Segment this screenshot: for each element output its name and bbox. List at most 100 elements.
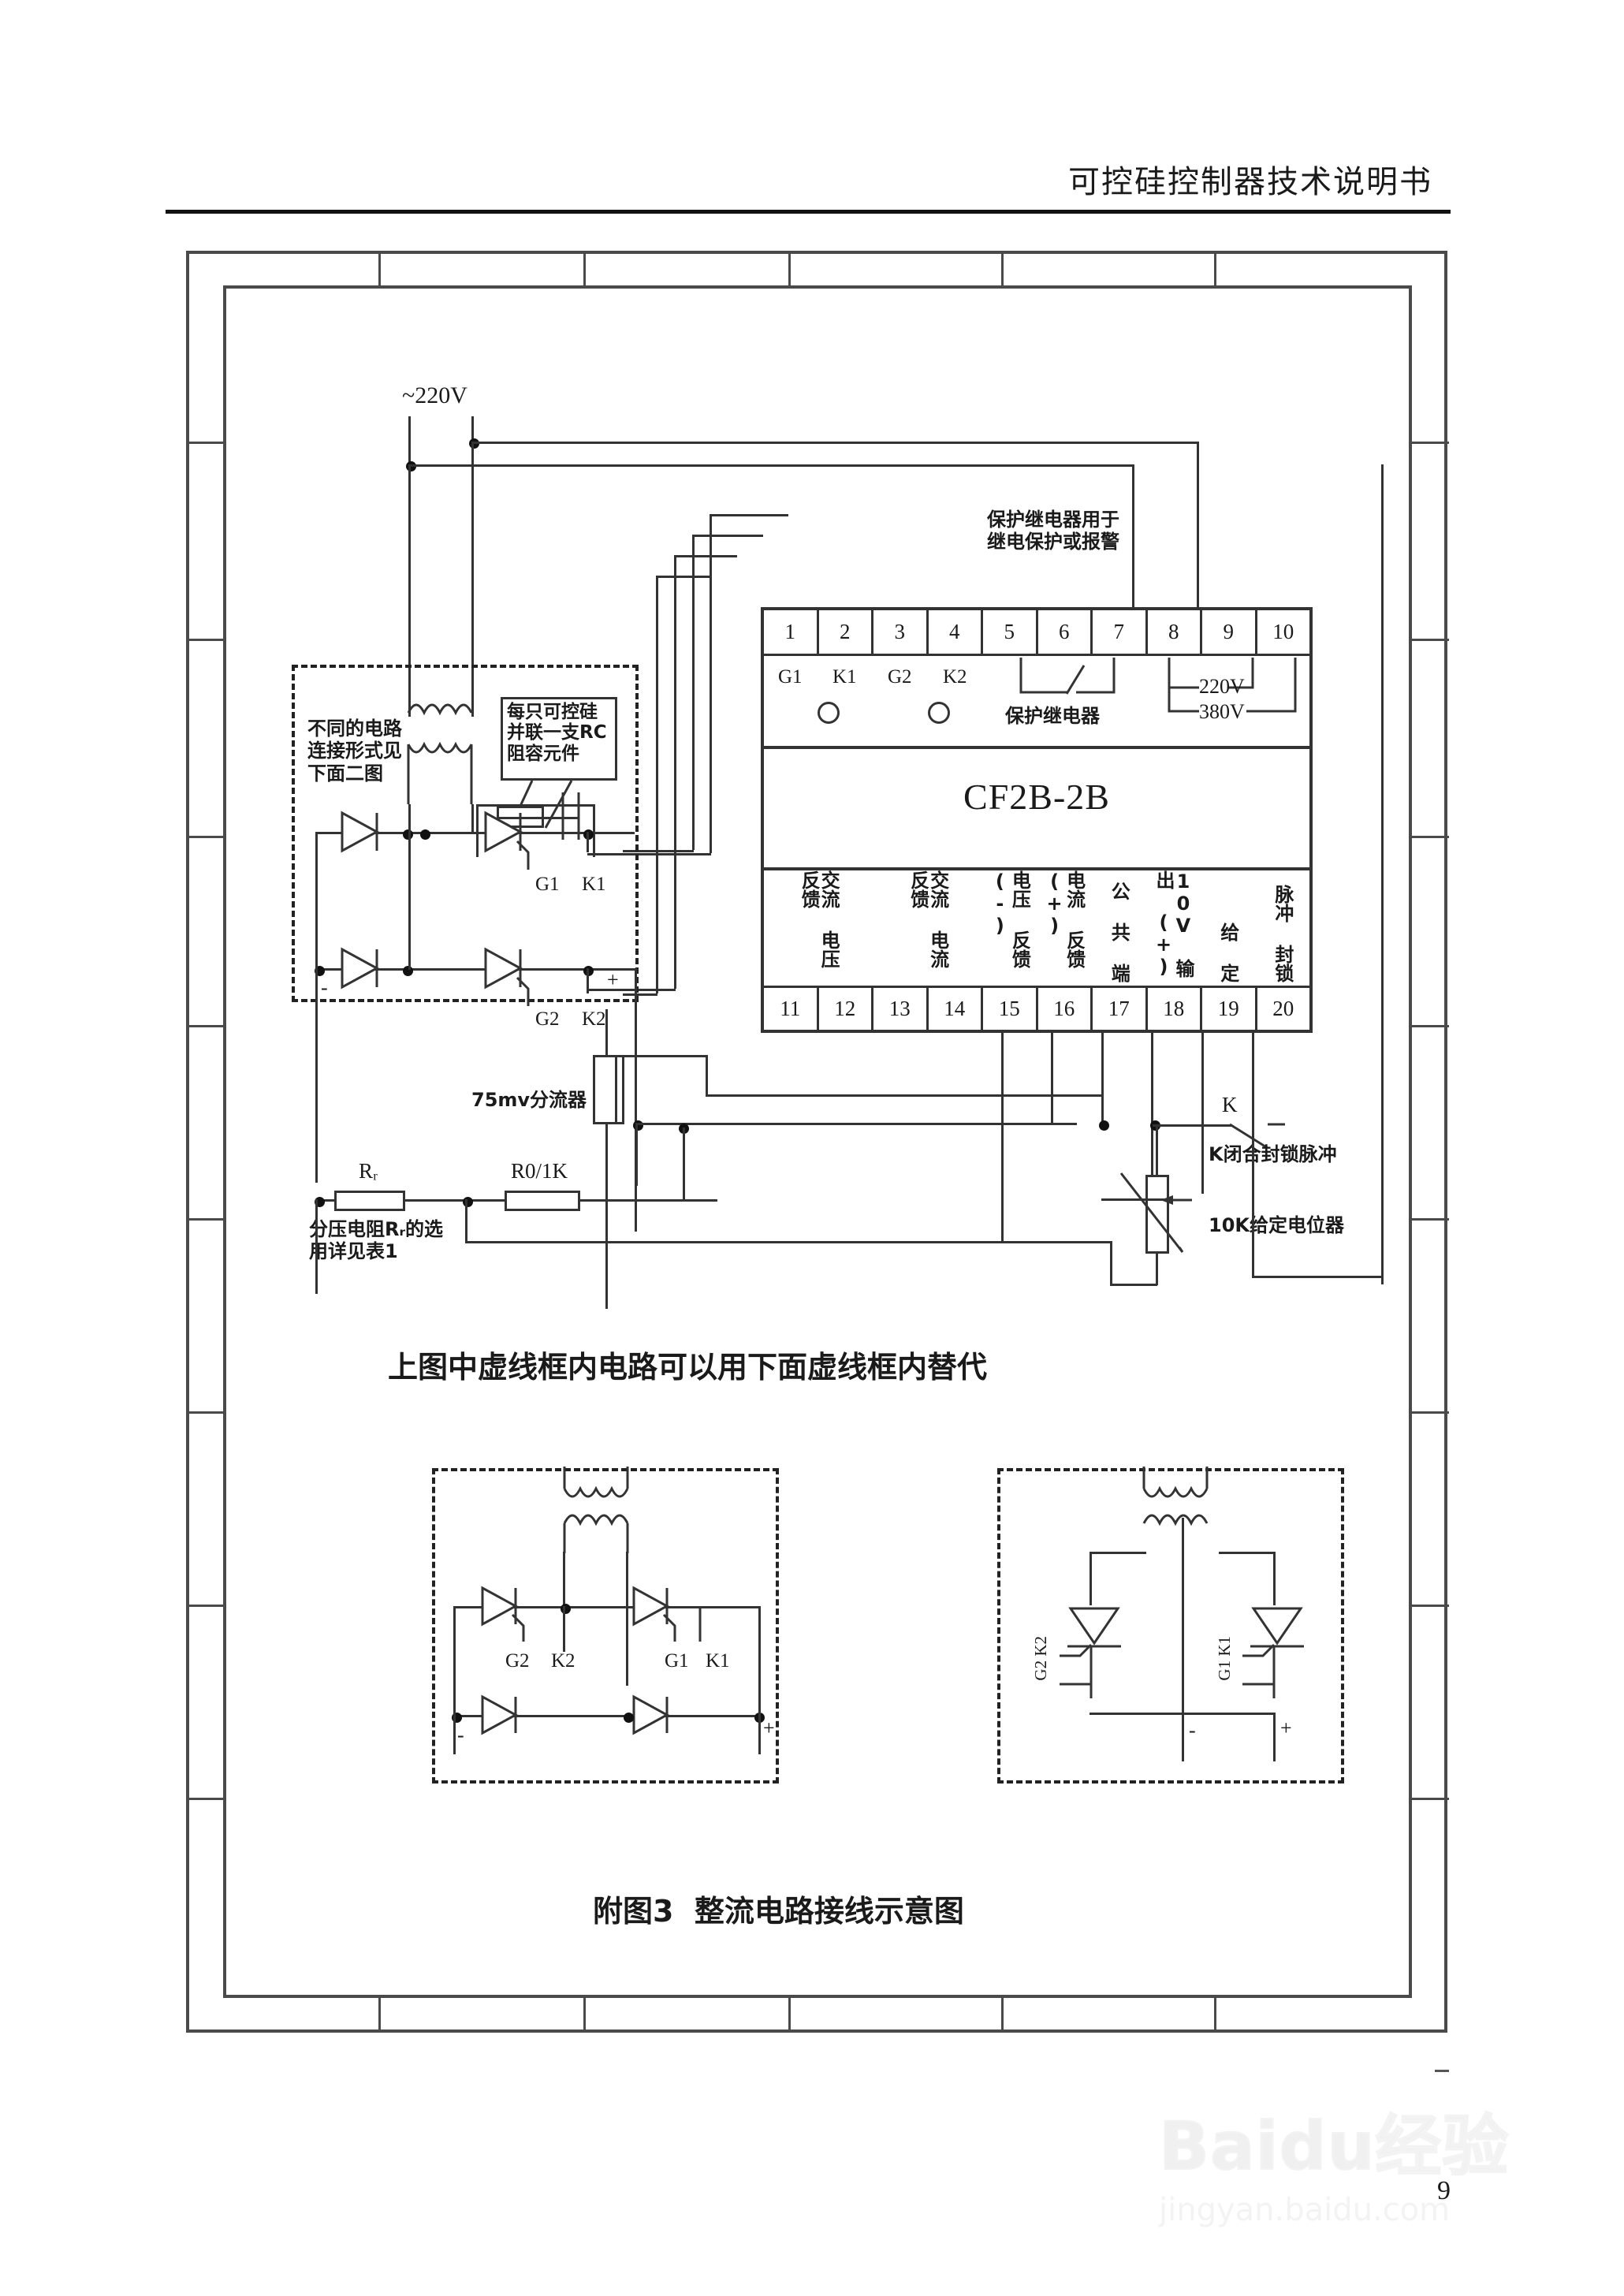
terminal-7[interactable]: 7	[1093, 610, 1148, 654]
alt-right-right-down	[1273, 1552, 1276, 1605]
function-pulse-block: 脉冲 封锁	[1255, 870, 1309, 986]
terminal-20[interactable]: 20	[1272, 997, 1294, 1020]
supply-wire-left	[408, 416, 411, 465]
lower-rail	[315, 968, 635, 971]
terminal-19[interactable]: 19	[1202, 988, 1257, 1030]
frame-tick	[1410, 639, 1449, 641]
shunt-down	[605, 1124, 608, 1241]
function-current-feedback-pos: 电流 反馈 (+)	[1037, 870, 1091, 986]
resistor-rail-mid	[405, 1199, 505, 1202]
thyristor-upper	[484, 811, 530, 870]
alt-left-k2-lead	[563, 1606, 565, 1652]
fb-wire-16	[1051, 1033, 1053, 1123]
terminal-16[interactable]: 16	[1038, 988, 1093, 1030]
trunk-center	[605, 1241, 608, 1309]
terminal-5[interactable]: 5	[983, 610, 1038, 654]
supply-bus-lower	[408, 464, 1134, 467]
terminal-4[interactable]: 4	[929, 610, 983, 654]
alt-left-pos-rail	[758, 1606, 761, 1754]
terminal-15[interactable]: 15	[983, 988, 1038, 1030]
watermark: Baidu经验 jingyan.baidu.com	[1158, 2093, 1577, 2251]
fb-wire-15	[1001, 1033, 1004, 1241]
frame-tick	[186, 1798, 225, 1800]
fb-wire-17	[1101, 1033, 1104, 1126]
function-label: 电压 反馈 (-)	[989, 870, 1031, 968]
shunt-body	[593, 1055, 624, 1124]
r0-right-up	[683, 1128, 685, 1199]
module-model-name: CF2B-2B	[963, 777, 1110, 817]
legend-k2: K2	[943, 666, 967, 688]
alt-right-center-tap	[1182, 1518, 1184, 1758]
gate-run-k1	[692, 535, 695, 850]
trunk-right-tie	[1252, 1276, 1383, 1278]
label-rf: Rᵣ	[359, 1159, 378, 1183]
footer-mark	[1435, 2070, 1449, 2072]
terminal-17[interactable]: 17	[1093, 988, 1148, 1030]
figure-caption: 附图3 整流电路接线示意图	[593, 1894, 964, 1929]
xfmr-sec-lead-left	[408, 804, 411, 970]
alt-left-neg-rail	[453, 1606, 456, 1754]
frame-inner	[223, 285, 1412, 1998]
terminal-14[interactable]: 14	[929, 988, 983, 1030]
frame-tick	[1410, 1025, 1449, 1027]
shunt-feedback-wire-a	[706, 1094, 1101, 1097]
controller-module: 1 2 3 4 5 6 7 8 9 10 G1 K1 G2 K2 保护继电器	[761, 607, 1313, 1033]
function-10v-output: 10V 输出 (+)	[1145, 870, 1200, 986]
terminal-1[interactable]: 1	[764, 610, 819, 654]
snubber-right-wire	[593, 804, 595, 857]
terminal-10[interactable]: 10	[1272, 620, 1294, 643]
thyristor-lower	[484, 947, 530, 1006]
voltage-brackets	[1168, 658, 1297, 713]
function-setpoint: 给 定	[1201, 870, 1255, 986]
terminal-2[interactable]: 2	[819, 610, 873, 654]
junction-dot	[561, 1604, 571, 1614]
terminal-13[interactable]: 13	[873, 988, 929, 1030]
terminal-6[interactable]: 6	[1038, 610, 1093, 654]
alt-left-plus: +	[763, 1716, 775, 1739]
gate-run-g2	[674, 555, 676, 989]
terminal-9[interactable]: 9	[1202, 610, 1257, 654]
label-r0: R0/1K	[511, 1159, 568, 1183]
terminal-12[interactable]: 12	[819, 988, 873, 1030]
terminal-11[interactable]: 11	[764, 988, 819, 1030]
replacement-note: 上图中虚线框内电路可以用下面虚线框内替代	[388, 1350, 988, 1385]
frame-tick	[186, 1605, 225, 1607]
gate-tie-k1	[623, 850, 694, 852]
function-label: 交流 电流 反馈	[907, 870, 949, 968]
frame-tick	[1410, 442, 1449, 444]
frame-tick	[186, 836, 225, 838]
switch-right-drop	[1252, 1104, 1254, 1126]
snubber-mid-wire	[497, 817, 579, 819]
alt-left-sec-left	[563, 1552, 565, 1607]
function-label: 10V 输出 (+)	[1153, 870, 1194, 978]
alt-right-plus-lead	[1273, 1713, 1276, 1761]
snubber-top-wire	[476, 804, 594, 807]
frame-tick	[1214, 251, 1216, 287]
terminal-row-top: 1 2 3 4 5 6 7 8 9 10	[764, 610, 1309, 656]
gate-run-g1	[710, 514, 712, 853]
frame-tick	[583, 251, 586, 287]
watermark-brand: Baidu经验	[1158, 2107, 1510, 2186]
alt-right-plus: +	[1280, 1716, 1292, 1739]
switch-lead-left	[1153, 1124, 1231, 1127]
resistor-rf	[334, 1191, 405, 1211]
alt-left-diode-a	[481, 1694, 519, 1735]
frame-tick	[1410, 1605, 1449, 1607]
frame-tick	[186, 1025, 225, 1027]
shunt-tap-down	[635, 1123, 638, 1186]
alt-left-label-k1: K1	[706, 1650, 730, 1672]
terminal-8[interactable]: 8	[1148, 610, 1202, 654]
frame-tick	[378, 1996, 381, 2033]
k2-lead	[587, 968, 589, 993]
supply-drop-lower	[1132, 464, 1134, 609]
voltage-220-label: 220V	[1199, 675, 1245, 698]
frame-tick	[1214, 1996, 1216, 2033]
supply-label: ~220V	[402, 382, 467, 408]
frame-tick	[788, 251, 791, 287]
frame-tick	[788, 1996, 791, 2033]
alt-circuit-left-box	[432, 1468, 779, 1784]
function-label: 电流 反馈 (+)	[1043, 870, 1086, 968]
terminal-18[interactable]: 18	[1148, 988, 1202, 1030]
terminal-3[interactable]: 3	[873, 610, 929, 654]
